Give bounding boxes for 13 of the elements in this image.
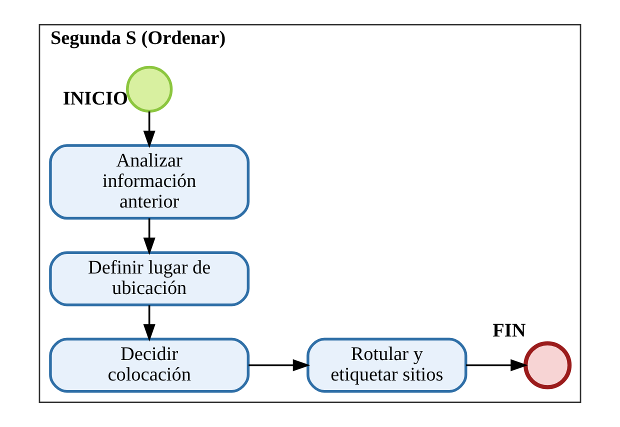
node-box: Definir lugar de ubicación [49,251,250,306]
node-box: Decidir colocación [49,338,250,393]
node-box: Rotular y etiquetar sitios [306,338,468,393]
arrow [143,111,156,148]
arrow [466,359,528,372]
node-label: INICIO [62,88,128,110]
node-circle [126,66,173,113]
node-circle [524,341,572,390]
arrow [143,218,156,255]
node-box: Analizar información anterior [49,144,250,220]
arrow [143,305,156,342]
node-label: FIN [492,320,526,342]
arrow [248,359,310,372]
